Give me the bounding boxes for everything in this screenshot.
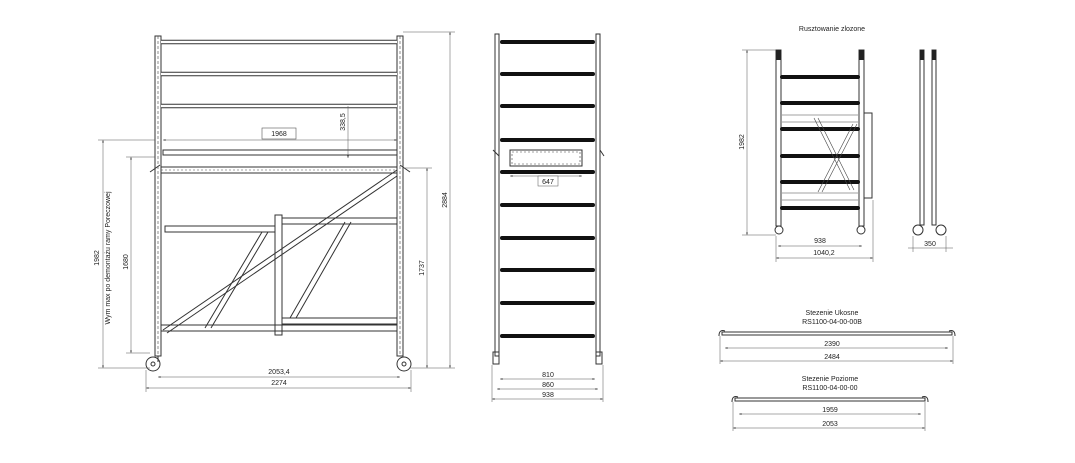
side-hatch bbox=[509, 149, 583, 167]
folded-title: Rusztowanie zlozone bbox=[799, 26, 865, 33]
horizontal-brace-title: Stezenie Poziome bbox=[802, 376, 859, 383]
dim-side-inner: 810 bbox=[542, 372, 554, 379]
dim-height-total: 2884 bbox=[442, 192, 449, 208]
dim-hatch-width: 647 bbox=[542, 179, 554, 186]
dim-rail-spacing: 338,5 bbox=[340, 113, 347, 131]
dim-horizontal-inner: 1959 bbox=[822, 407, 838, 414]
front-mid-rails bbox=[164, 214, 398, 336]
diagonal-brace: Stezenie Ukosne RS1100-04-00-00B 2390 24… bbox=[718, 310, 956, 364]
dim-diagonal-outer: 2484 bbox=[824, 354, 840, 361]
dim-folded-depth: 350 bbox=[924, 241, 936, 248]
horizontal-brace-code: RS1100-04-00-00 bbox=[802, 385, 857, 392]
dim-platform-width: 1968 bbox=[271, 131, 287, 138]
dim-side-mid: 860 bbox=[542, 382, 554, 389]
front-bottom-rails bbox=[160, 317, 398, 332]
dim-height-max-caption: Wym max po demontażu ramy Poreczowej bbox=[105, 191, 112, 324]
side-rungs bbox=[500, 40, 595, 338]
dim-outer-width: 2274 bbox=[271, 380, 287, 387]
dim-folded-width-inner: 938 bbox=[814, 238, 826, 245]
folded-view: Rusztowanie zlozone 1982 bbox=[739, 26, 953, 262]
front-view: 2884 1737 1982 Wym max po demontażu ramy… bbox=[94, 31, 455, 392]
dim-horizontal-outer: 2053 bbox=[822, 421, 838, 428]
dim-height-platform: 1737 bbox=[419, 260, 426, 276]
dim-inner-width: 2053,4 bbox=[268, 369, 290, 376]
dim-diagonal-inner: 2390 bbox=[824, 341, 840, 348]
folded-rungs bbox=[780, 75, 860, 210]
front-posts bbox=[154, 35, 404, 357]
side-wheels bbox=[492, 351, 603, 365]
diagonal-brace-code: RS1100-04-00-00B bbox=[802, 319, 862, 326]
side-view: 647 810 860 938 bbox=[491, 33, 605, 402]
dim-height-frame: 1680 bbox=[123, 254, 130, 270]
front-diagonal-braces bbox=[162, 169, 398, 334]
dim-side-outer: 938 bbox=[542, 392, 554, 399]
side-dimensions: 647 810 860 938 bbox=[491, 175, 604, 402]
dim-height-max-folded: 1982 bbox=[94, 250, 101, 266]
front-platform bbox=[149, 149, 411, 174]
front-dimensions: 2884 1737 1982 Wym max po demontażu ramy… bbox=[94, 31, 455, 392]
folded-dimensions: 1982 938 1040,2 350 bbox=[739, 49, 953, 262]
diagonal-brace-title: Stezenie Ukosne bbox=[806, 310, 859, 317]
front-guard-rails bbox=[161, 39, 397, 109]
horizontal-brace: Stezenie Poziome RS1100-04-00-00 1959 20… bbox=[731, 376, 929, 431]
folded-side bbox=[912, 49, 947, 236]
front-wheels bbox=[145, 356, 412, 372]
dim-folded-height: 1982 bbox=[739, 134, 746, 150]
dim-folded-width-outer: 1040,2 bbox=[813, 250, 835, 257]
